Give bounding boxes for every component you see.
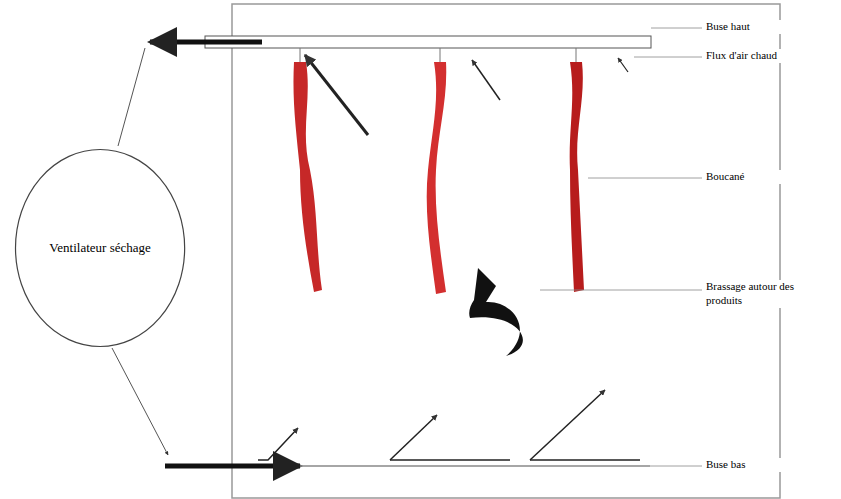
- supply-line: [112, 348, 168, 455]
- stirring-arrow: [469, 268, 523, 356]
- part-label: Boucané: [704, 170, 828, 184]
- inlet-arrow: [165, 464, 300, 469]
- node-label: Ventilateur séchage: [49, 240, 150, 256]
- bottom-arrows: [258, 390, 640, 460]
- part-label: Brassage autour des produits: [704, 280, 826, 308]
- part-label: Buse bas: [704, 458, 828, 472]
- top-duct: [205, 36, 651, 48]
- return-line: [118, 48, 145, 146]
- hangers: [300, 48, 576, 62]
- part-label: Buse haut: [704, 20, 828, 34]
- hot-air-arrows: [305, 55, 628, 135]
- chamber-wall: [232, 4, 780, 498]
- leader-lines: [540, 28, 702, 466]
- part-label: Flux d'air chaud: [704, 49, 828, 63]
- ventilator-ellipse: Ventilateur séchage: [14, 148, 186, 348]
- bottom-duct: [300, 465, 650, 467]
- outlet-arrow: [150, 40, 262, 45]
